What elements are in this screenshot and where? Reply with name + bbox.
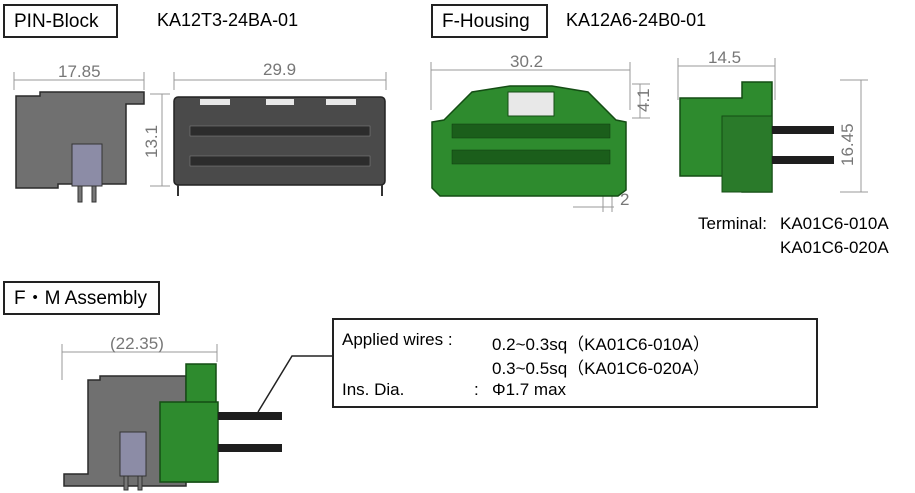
f-housing-height-dim: 16.45 <box>838 123 857 166</box>
applied-wires-label: Applied wires : <box>342 330 453 349</box>
f-housing-side-width-dim: 14.5 <box>708 48 742 67</box>
f-housing-offset-dim: 2 <box>620 190 630 209</box>
ins-dia-colon: : <box>474 380 479 399</box>
assembly-title: F・M Assembly <box>14 287 148 309</box>
pin-block-side-view <box>15 91 145 203</box>
terminal-label: Terminal: <box>698 214 767 233</box>
ins-dia-value: Φ1.7 max <box>492 380 567 399</box>
pin-block-title: PIN-Block <box>14 10 99 32</box>
pin-block-title-box: PIN-Block <box>3 4 118 38</box>
pin-block-part-no: KA12T3-24BA-01 <box>157 10 299 30</box>
terminal-part-2: KA01C6-020A <box>780 238 889 257</box>
f-housing-side-view <box>679 81 834 193</box>
f-housing-front-width-dim: 30.2 <box>510 52 544 71</box>
assembly-view <box>63 355 332 491</box>
ins-dia-label: Ins. Dia. <box>342 380 405 399</box>
pin-block-front-view <box>173 96 386 196</box>
f-housing-latch-dim: 4.1 <box>634 88 653 112</box>
wire-spec-box: Applied wires : 0.2~0.3sq（KA01C6-010A） 0… <box>332 318 818 408</box>
pin-block-side-width-dim: 17.85 <box>58 62 101 81</box>
pin-block-height-dim: 13.1 <box>142 124 161 158</box>
assembly-title-box: F・M Assembly <box>3 281 160 315</box>
pin-block-front-width-dim: 29.9 <box>263 60 297 79</box>
f-housing-title: F-Housing <box>442 10 530 32</box>
f-housing-front-view <box>431 85 627 197</box>
terminal-part-1: KA01C6-010A <box>780 214 889 233</box>
f-housing-part-no: KA12A6-24B0-01 <box>566 10 707 30</box>
applied-wires-value-2: 0.3~0.5sq（KA01C6-020A） <box>492 359 710 378</box>
assembly-length-dim: (22.35) <box>110 334 164 353</box>
applied-wires-value-1: 0.2~0.3sq（KA01C6-010A） <box>492 335 710 354</box>
f-housing-title-box: F-Housing <box>431 4 548 38</box>
